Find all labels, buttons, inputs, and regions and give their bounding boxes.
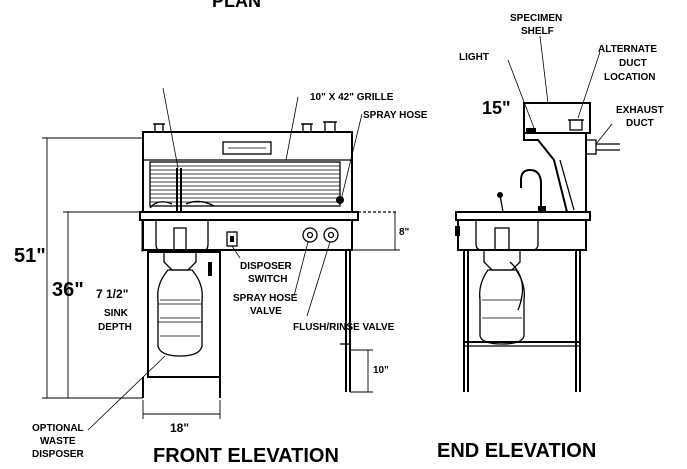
callout-label: 10" — [373, 365, 389, 376]
callout-label: VALVE — [250, 306, 282, 317]
callout-label: DISPOSER — [240, 261, 292, 272]
callout-label: SPRAY HOSE — [363, 110, 428, 121]
callout-label: SINK — [104, 308, 129, 319]
hood-body — [142, 131, 353, 213]
callout-label: 10" X 42" GRILLE — [310, 92, 394, 103]
hood-control-panel — [222, 141, 272, 155]
callout-label: SHELF — [521, 26, 554, 37]
callout-label: ALTERNATE — [598, 44, 657, 55]
waste-disposer — [157, 227, 203, 357]
callout-label: 15" — [482, 98, 511, 118]
end-counter — [455, 211, 591, 221]
grille — [149, 161, 341, 207]
front-elevation-title: FRONT ELEVATION — [153, 445, 339, 467]
callout-label: OPTIONAL — [32, 423, 84, 434]
callout-label: EXHAUST — [616, 105, 664, 116]
callout-label: SPECIMEN — [510, 13, 562, 24]
callout-label: 18" — [170, 421, 189, 435]
end-disposer — [479, 227, 525, 345]
callout-label: DISPOSER — [32, 449, 84, 460]
callout-label: LIGHT — [459, 52, 489, 63]
flush-rinse-valve — [323, 227, 339, 243]
countertop — [139, 211, 359, 221]
callout-label: 36" — [52, 279, 84, 301]
callout-label: FLUSH/RINSE VALVE — [293, 322, 395, 333]
callout-label: WASTE — [40, 436, 76, 447]
end-elevation: SPECIMEN SHELF LIGHT ALTERNATE DUCT LOCA… — [437, 13, 664, 462]
callout-label: SWITCH — [248, 274, 287, 285]
callout-label: DEPTH — [98, 322, 132, 333]
callout-label: 51" — [14, 245, 46, 267]
callout-label: 7 1/2" — [96, 287, 128, 301]
header-partial: PLAN — [212, 0, 261, 11]
callout-label: DUCT — [619, 58, 647, 69]
callout-label: LOCATION — [604, 72, 655, 83]
callout-label: 8" — [399, 227, 410, 238]
base-cabinet — [142, 219, 353, 251]
end-elevation-title: END ELEVATION — [437, 440, 596, 462]
exhaust-duct — [585, 139, 597, 155]
callout-label: DUCT — [626, 118, 654, 129]
front-elevation: 51" 36" 7 1/2" SINK DEPTH 8" 10" 18" 10" — [14, 87, 428, 467]
hood-profile — [523, 132, 587, 213]
spray-hose-valve — [302, 227, 318, 243]
callout-label: SPRAY HOSE — [233, 293, 298, 304]
